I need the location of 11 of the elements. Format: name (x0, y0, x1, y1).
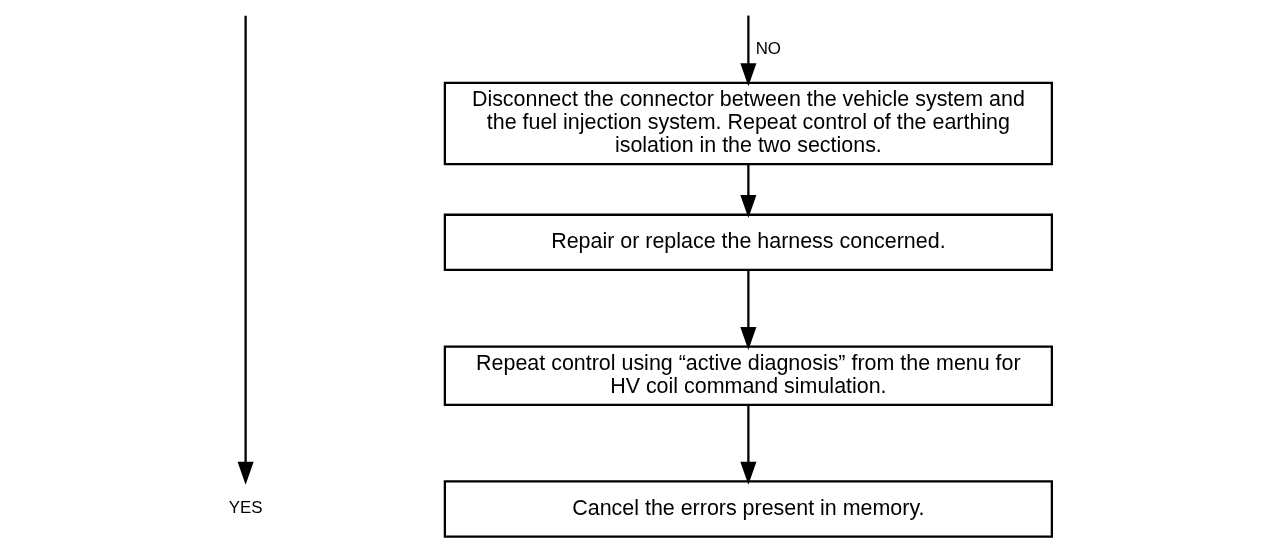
arrow (237, 15, 254, 485)
edge-label: NO (755, 38, 781, 58)
node-text: YES (228, 498, 263, 518)
node-box: Repair or replace the harness concerned. (443, 213, 1053, 272)
arrow (740, 15, 757, 87)
arrow (740, 164, 757, 218)
node-box: Repeat control using “active diagnosis” from the menu for HV coil command simulation. (443, 345, 1053, 406)
arrow (740, 270, 757, 350)
arrow (740, 404, 757, 485)
node-box: Cancel the errors present in memory. (443, 480, 1053, 538)
node-box: Disconnect the connector between the vehicle system and the fuel injection system. Repeat control of the earthing isolation in the two sections. (443, 81, 1053, 166)
